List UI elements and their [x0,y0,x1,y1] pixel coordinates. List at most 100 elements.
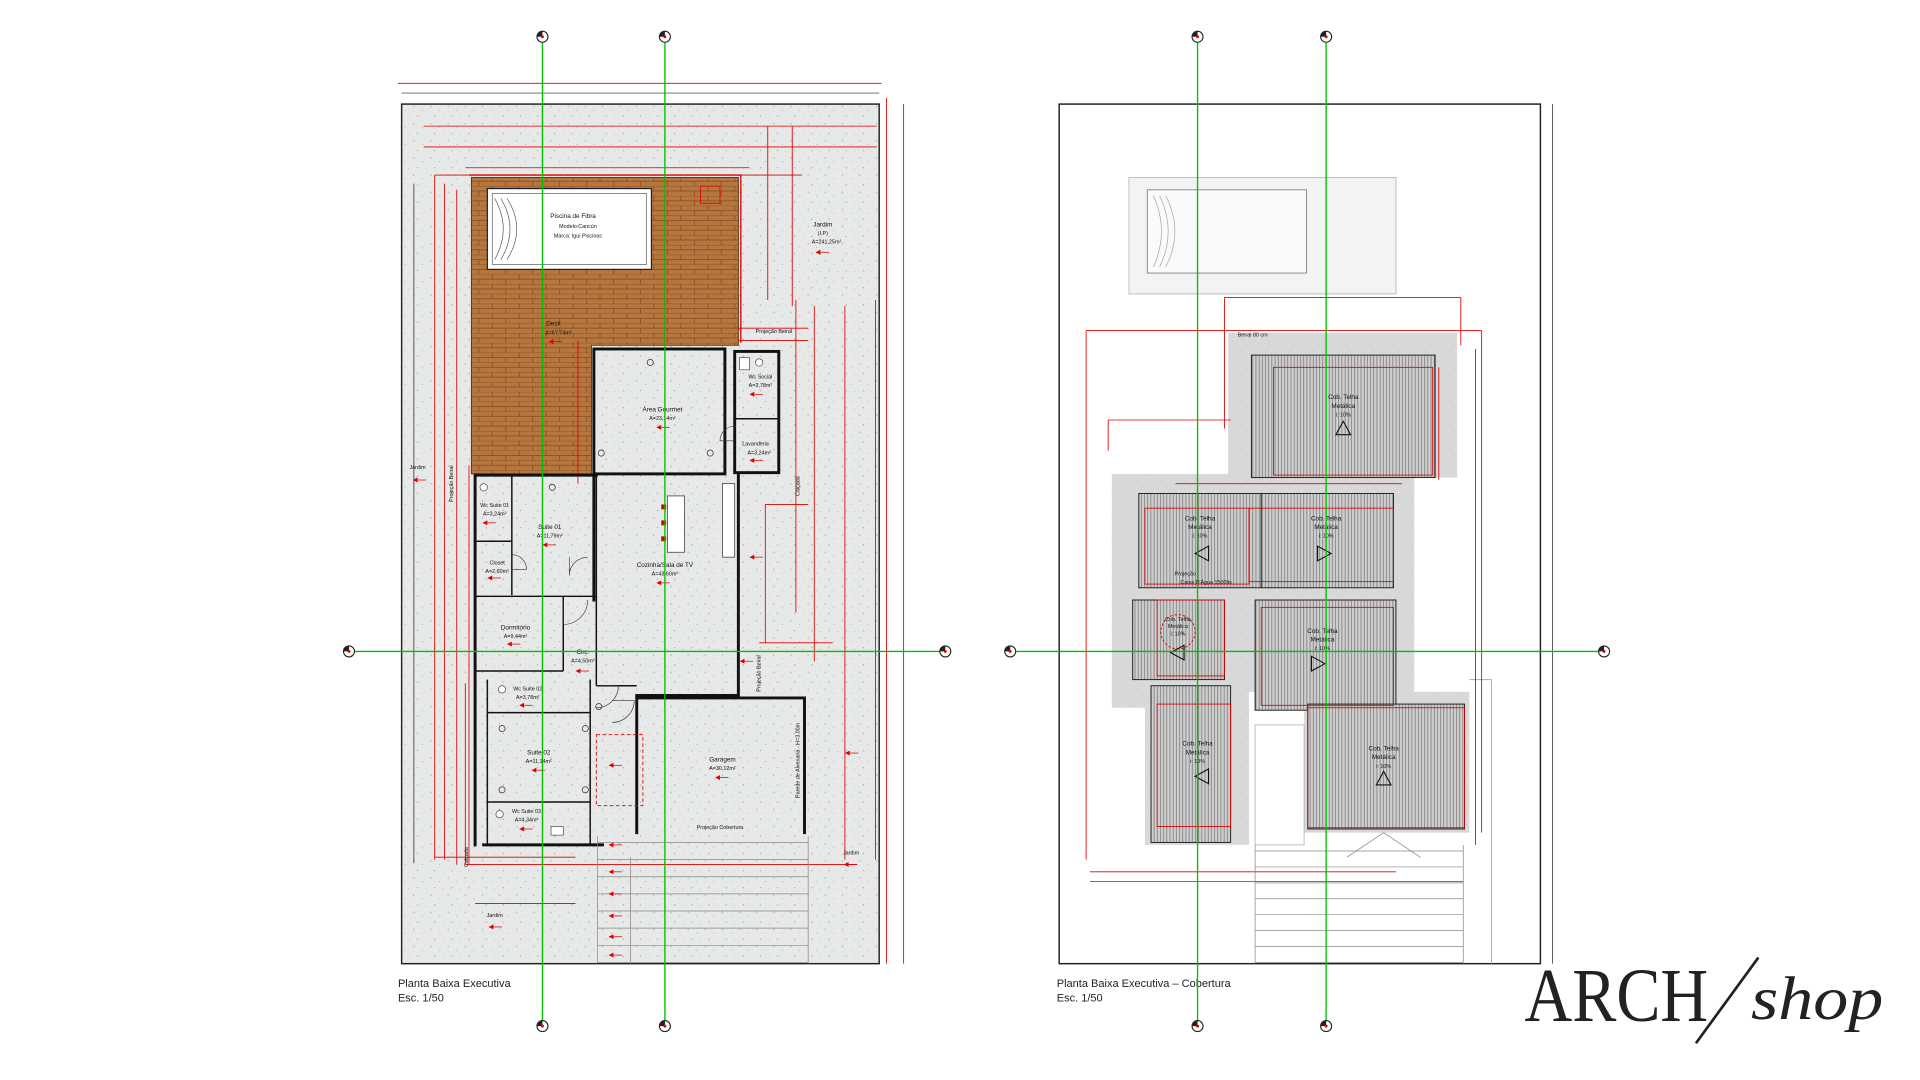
axis-marker-wedge [1598,645,1605,652]
logo-slash [1694,956,1760,1045]
room-label: Dormitório [501,624,531,631]
eave-label: Beiral 80 cm [1238,333,1268,339]
room-area: A=3,78m² [749,383,773,389]
roof-projection-label: Projeção Cobertura [697,825,744,831]
roof-panel-label: Metálica [1168,624,1188,630]
garage-roof-gap [1254,724,1305,846]
level-marker-icon [715,775,720,780]
room-area: A=3,24m² [483,512,507,518]
pool-equipment-box [699,185,721,204]
level-marker-icon [608,762,614,768]
roof-panel-label: Metálica [1188,524,1212,531]
roof-panel-label: Cob. Telha [1165,617,1191,623]
level-marker-icon [548,339,554,345]
axis-marker-wedge [1320,31,1327,37]
slope-arrow-icon [1334,420,1352,436]
garden-label: Jardim [487,913,504,919]
entrance-stairs [597,836,809,964]
axis-marker-dot [663,35,667,39]
pool-outline [486,187,653,270]
roof-panel [1250,354,1436,479]
level-marker-icon [844,750,850,756]
room-area: A=11,79m² [537,534,563,540]
level-marker-icon [749,457,755,463]
sink-fixture [550,826,564,836]
light-point [706,449,714,457]
room-area: A=2,60m² [485,569,509,575]
room-label: Jardim [813,222,832,229]
grid-axes [351,34,1602,1029]
axis-marker-wedge [1320,1020,1327,1027]
room-area: A=23,14m² [649,416,676,422]
door-swing [719,425,735,442]
room-label: Wc Suite 03 [512,809,541,815]
side-boundary-line [1469,679,1492,964]
light-point [595,703,603,710]
slope-arrow-icon [1169,644,1185,661]
right-roof-plan: Beiral 80 cm Cob. Telha Metálica i: 10% … [1057,103,1554,1005]
room-area: A=4,34m² [515,818,539,824]
axis-marker-wedge [659,31,665,37]
level-marker-icon [608,869,614,875]
toilet-fixture [498,685,507,694]
level-marker-icon [412,477,418,483]
roof-panel-label: Metálica [1372,754,1396,761]
roof-panel-label: Cob. Telha [1328,394,1359,401]
roof-panel-boundary [1307,707,1465,829]
level-marker-icon [739,658,745,664]
axis-marker-dot [1196,1024,1200,1028]
service-block-walls [733,349,781,475]
plan-scale: Esc. 1/50 [1057,993,1103,1005]
room-label: Lavanderia [742,442,769,448]
level-marker-icon [482,520,488,526]
axis-marker-dot [1324,1024,1328,1028]
room-label: Garagem [709,757,736,764]
entrance-stairs [1254,832,1464,964]
roof-panel [1260,492,1394,589]
room-area: A=3,78m² [516,695,540,701]
sidewalk-label: Calçada [464,847,470,867]
roof-panel-label: Cob. Telha [1369,746,1400,753]
level-marker-icon [656,580,662,586]
logo-script: shop [1751,965,1883,1033]
level-marker-icon [749,391,755,397]
axis-marker-dot [1324,35,1328,39]
room-label: Deck [546,321,561,328]
plan-title: Planta Baixa Executiva [398,978,512,990]
roof-panel [1138,492,1262,589]
level-marker-icon [519,826,525,832]
water-tank-label: Projeção [1175,572,1196,578]
axis-marker-dot [943,649,947,653]
level-marker-icon [815,249,821,255]
axis-marker-dot [663,1024,667,1028]
roof-panel-label: Metálica [1311,637,1335,644]
room-label: Circ. [576,649,589,656]
pool-inner [491,193,647,265]
pool-brand: Marca: Igui Piscinas [554,234,602,240]
roof-panel-boundary [1273,366,1434,476]
sink-fixture [739,357,750,371]
toilet-fixture [495,810,504,819]
sidewalk-label: Calçada [796,476,802,496]
axis-marker-dot [540,1024,544,1028]
kitchen-stool [661,536,667,542]
light-point [597,449,605,457]
area-gourmet-walls [592,347,727,476]
axis-marker-wedge [1192,31,1198,37]
door-swing [562,599,589,625]
room-label: Wc Suite 01 [480,503,509,509]
door-swing [511,554,527,570]
level-marker-icon [749,554,755,560]
kitchen-stool [661,504,667,510]
level-marker-icon [608,952,614,958]
axis-marker-dot [347,649,351,653]
room-area: A=67,74m² [545,330,572,336]
pool-steps [494,198,517,260]
level-marker-icon [656,424,662,430]
light-point [581,786,589,794]
pool-outline [1146,189,1308,274]
room-area: A=241,25m² [812,240,842,246]
roof-panel-boundary [1156,703,1232,827]
roof-panel [1132,599,1225,681]
